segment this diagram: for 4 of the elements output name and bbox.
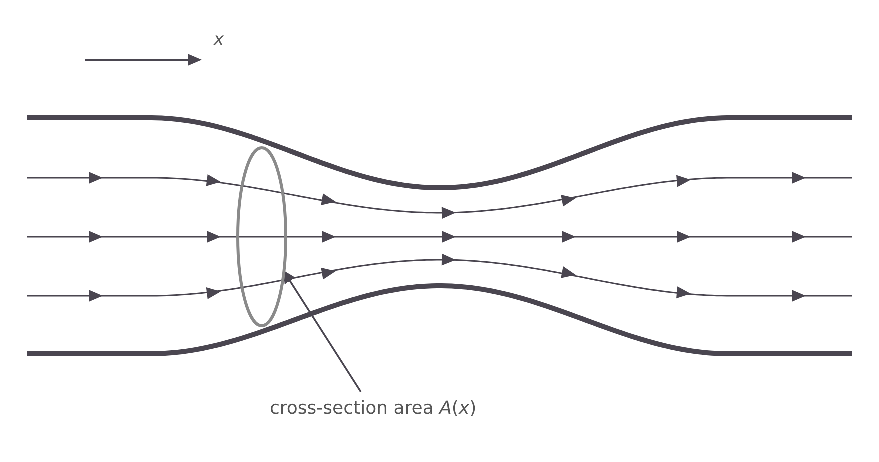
cross-section-ellipse bbox=[236, 146, 288, 328]
callout-text: cross-section area A(x) bbox=[270, 398, 477, 419]
leader-line bbox=[283, 270, 362, 392]
axis-label: x bbox=[214, 30, 224, 50]
